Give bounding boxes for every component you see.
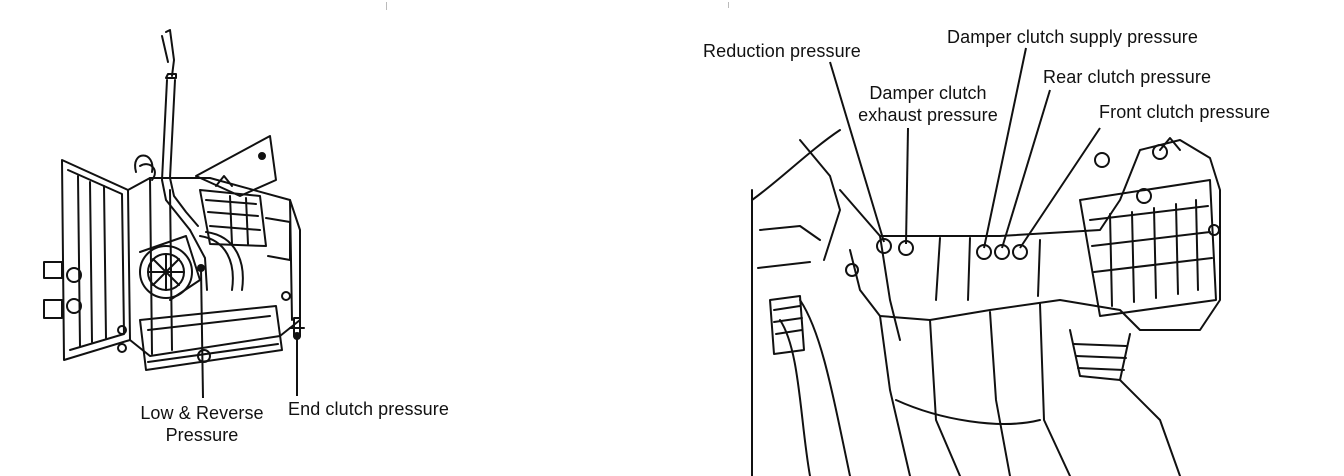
- damper-clutch-supply-pressure-label: Damper clutch supply pressure: [947, 27, 1199, 47]
- rear-clutch-pressure-label: Rear clutch pressure: [1043, 67, 1212, 87]
- damper-clutch-exhaust-pressure-label: Damper clutch exhaust pressure: [838, 82, 1018, 126]
- end-clutch-pressure-label: End clutch pressure: [288, 399, 449, 419]
- damper-exhaust-line1: Damper clutch: [869, 83, 987, 103]
- scan-mark: [728, 2, 729, 8]
- scan-mark: [386, 2, 387, 10]
- low-reverse-pressure-line2: Pressure: [165, 425, 239, 445]
- transaxle-side-view: [43, 29, 305, 399]
- pressure-ports-view: [751, 47, 1221, 476]
- reduction-pressure-label: Reduction pressure: [703, 41, 861, 61]
- low-reverse-pressure-line1: Low & Reverse: [140, 403, 264, 423]
- damper-exhaust-line2: exhaust pressure: [858, 105, 998, 125]
- front-clutch-pressure-label: Front clutch pressure: [1099, 102, 1271, 122]
- low-reverse-pressure-label: Low & Reverse Pressure: [112, 402, 292, 446]
